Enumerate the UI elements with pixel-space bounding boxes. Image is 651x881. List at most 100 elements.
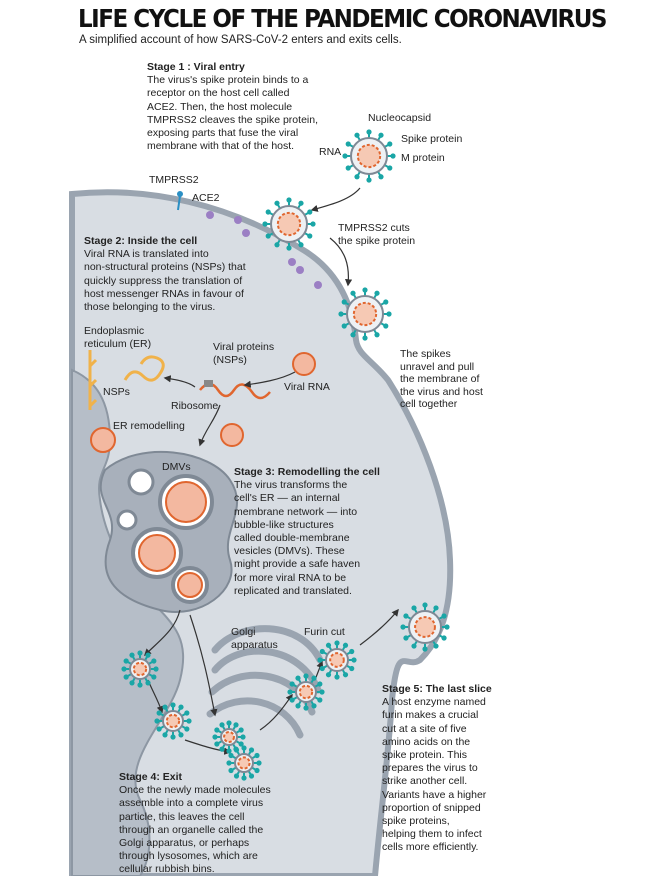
dmv	[127, 468, 155, 496]
stage4-line: assemble into a complete virus	[119, 797, 264, 810]
process-arrows	[143, 187, 399, 755]
label-furin-cut: Furin cut	[304, 626, 345, 638]
dmv	[116, 509, 138, 531]
virus-particle	[287, 673, 325, 711]
stage4-block: Stage 4: Exit Once the newly made molecu…	[119, 771, 319, 877]
label-nsps: NSPs	[103, 386, 130, 398]
stage3-line: The virus transforms the	[234, 479, 348, 492]
stage2-line: those belonging to the virus.	[84, 301, 216, 314]
label-line: unravel and pull	[400, 360, 475, 373]
label-line: (NSPs)	[213, 353, 247, 366]
label-golgi: Golgi apparatus	[231, 626, 278, 651]
stage3-line: might provide a safe haven	[234, 558, 361, 571]
stage2-line: host messenger RNAs in favour of	[84, 287, 244, 300]
stage5-line: spike proteins,	[382, 815, 450, 828]
stage5-line: cells more efficiently.	[382, 841, 479, 854]
viral-rna-strand	[199, 382, 271, 400]
stage1-line: exposing parts that fuse the viral	[147, 127, 299, 140]
stage3-heading: Stage 3: Remodelling the cell	[234, 466, 380, 478]
stage5-heading: Stage 5: The last slice	[382, 683, 492, 695]
stage3-block: Stage 3: Remodelling the cell The virus …	[234, 466, 404, 598]
stage3-line: replicated and translated.	[234, 584, 352, 597]
stage3-line: called double-membrane	[234, 532, 350, 545]
label-line: reticulum (ER)	[84, 337, 152, 350]
label-viral-rna: Viral RNA	[284, 381, 330, 393]
label-spikes-unravel: The spikes unravel and pull the membrane…	[400, 348, 483, 411]
virus-particle	[154, 702, 192, 740]
er-remodelling-blob	[220, 423, 244, 447]
label-tmprss2: TMPRSS2	[149, 174, 199, 186]
stage1-line: membrane with that of the host.	[147, 140, 295, 153]
stage4-line: Golgi apparatus, or perhaps	[119, 837, 250, 850]
stage2-line: non-structural proteins (NSPs) that	[84, 261, 246, 274]
stage2-block: Stage 2: Inside the cell Viral RNA is tr…	[84, 235, 324, 314]
er-remodelling-blob	[90, 427, 116, 453]
stage5-line: prepares the virus to	[382, 762, 478, 775]
membrane-receptors	[177, 191, 322, 289]
stage3-line: for more viral RNA to be	[234, 571, 347, 584]
stage3-line: bubble-like structures	[234, 518, 334, 531]
stage1-line: ACE2. Then, the host molecule	[147, 100, 293, 113]
virus-particle	[262, 197, 316, 251]
stage3-line: membrane network — into	[234, 505, 358, 518]
virus-particle	[338, 287, 392, 341]
stage1-line: The virus's spike protein binds to a	[147, 74, 309, 87]
label-tmprss2-cuts: TMPRSS2 cuts the spike protein	[338, 222, 415, 247]
label-line: cell together	[400, 398, 458, 410]
stage5-line: Variants have a higher	[382, 788, 487, 801]
nsp-chain	[88, 350, 165, 410]
label-line: the virus and host	[400, 385, 483, 398]
virus-particle	[226, 745, 262, 781]
label-ribosome: Ribosome	[171, 400, 219, 412]
stage5-line: helping them to infect	[382, 828, 482, 841]
label-line: Golgi	[231, 626, 256, 638]
label-viral-proteins: Viral proteins (NSPs)	[213, 341, 274, 366]
stage5-line: strike another cell.	[382, 775, 468, 788]
label-er-remodelling: ER remodelling	[113, 420, 185, 432]
viral-rna-coil	[292, 352, 316, 376]
stage1-line: TMPRSS2 cleaves the spike protein,	[147, 113, 318, 126]
page-title: LIFE CYCLE OF THE PANDEMIC CORONAVIRUS	[78, 4, 608, 33]
page-subtitle: A simplified account of how SARS-CoV-2 e…	[79, 34, 402, 46]
label-nucleocapsid: Nucleocapsid	[368, 112, 432, 124]
dmv-cluster	[99, 450, 239, 613]
label-line: the membrane of	[400, 373, 480, 385]
stage5-line: spike protein. This	[382, 749, 468, 762]
virus-particle	[342, 129, 396, 183]
stage2-line: quickly suppress the translation of	[84, 274, 243, 287]
stage4-line: through lysosomes, which are	[119, 850, 258, 863]
stage4-line: particle, this leaves the cell	[119, 810, 245, 823]
stage5-line: proportion of snipped	[382, 801, 481, 814]
label-er: Endoplasmic reticulum (ER)	[84, 325, 151, 350]
label-line: Endoplasmic	[84, 325, 145, 337]
stage3-line: cell's ER — an internal	[234, 492, 340, 505]
stage1-block: Stage 1 : Viral entry The virus's spike …	[147, 61, 377, 153]
stage4-line: cellular rubbish bins.	[119, 863, 215, 876]
virus-particle	[317, 640, 357, 680]
stage5-line: A host enzyme named	[382, 696, 486, 709]
virus-particle	[400, 602, 450, 652]
label-ace2: ACE2	[192, 192, 220, 204]
stage5-block: Stage 5: The last slice A host enzyme na…	[382, 683, 542, 855]
virus-particle	[121, 650, 159, 688]
stage4-line: through an organelle called the	[119, 823, 264, 836]
stage2-heading: Stage 2: Inside the cell	[84, 235, 198, 247]
ribosome-icon	[204, 380, 213, 387]
label-rna: RNA	[319, 146, 342, 158]
stage5-line: cut at a site of five	[382, 722, 467, 735]
stage2-line: Viral RNA is translated into	[84, 248, 209, 261]
label-spike-protein: Spike protein	[401, 133, 463, 145]
stage4-line: Once the newly made molecules	[119, 784, 271, 797]
stage3-line: vesicles (DMVs). These	[234, 545, 345, 558]
stage5-line: furin makes a crucial	[382, 709, 479, 722]
label-line: the spike protein	[338, 234, 416, 247]
stage1-heading: Stage 1 : Viral entry	[147, 61, 245, 73]
label-m-protein: M protein	[401, 152, 445, 164]
label-line: TMPRSS2 cuts	[338, 222, 410, 234]
label-dmvs: DMVs	[162, 461, 191, 473]
stage4-heading: Stage 4: Exit	[119, 771, 183, 783]
label-line: Viral proteins	[213, 341, 275, 353]
stage1-line: receptor on the host cell called	[147, 87, 290, 100]
